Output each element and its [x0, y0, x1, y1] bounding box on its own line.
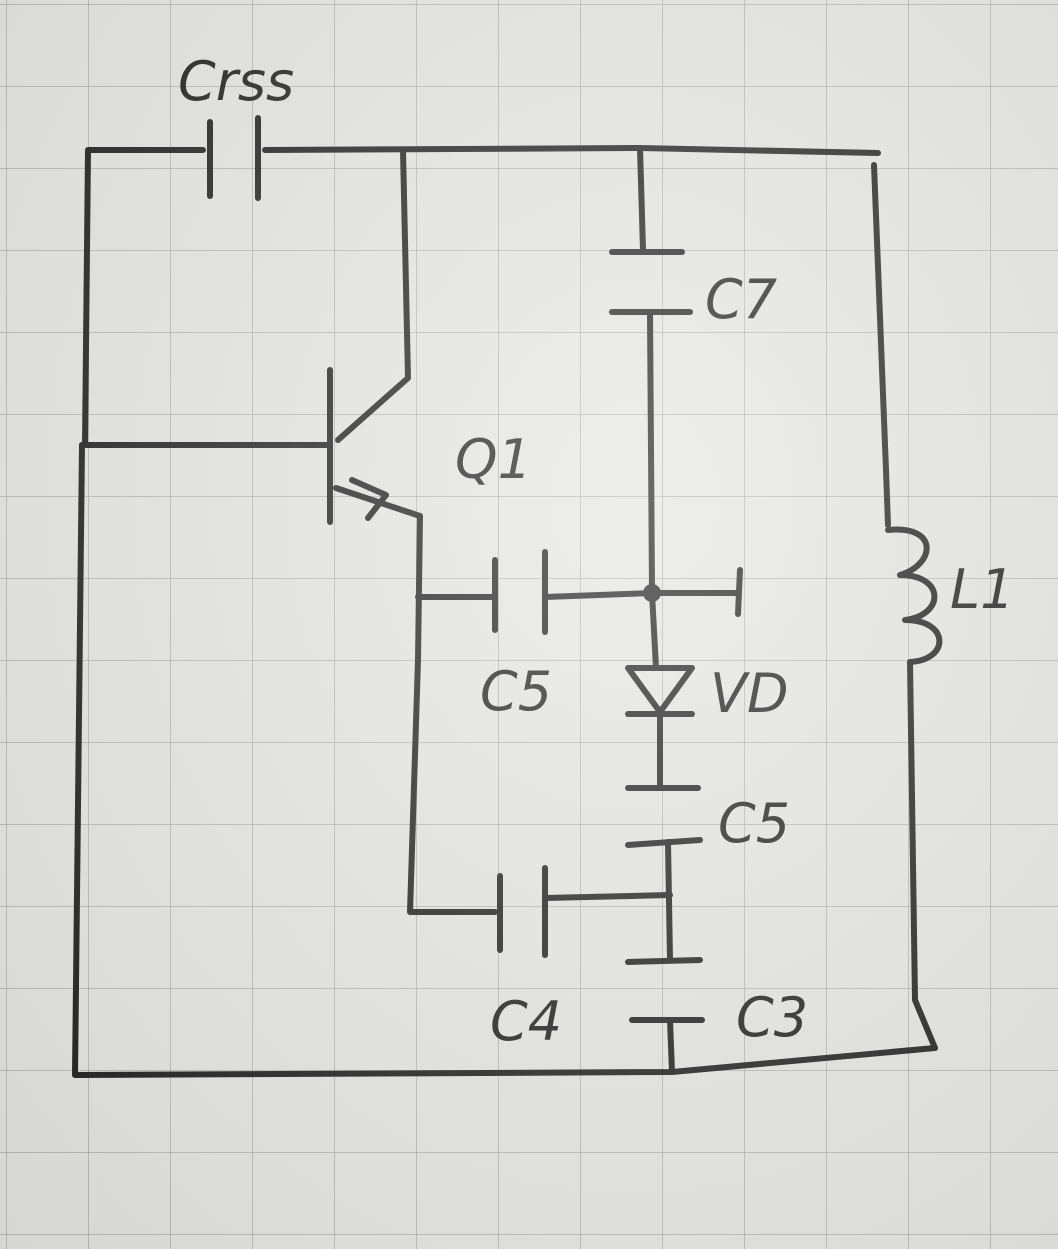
wire-right-top [871, 162, 891, 528]
wire-c5-to-node [542, 590, 655, 600]
wire-c4-to-right [542, 892, 673, 901]
wire-top-rail [262, 145, 881, 156]
wire-c7-to-node [647, 309, 655, 593]
wire-left-side [72, 442, 938, 1078]
label-c4: C4 [490, 990, 562, 1053]
transistor-q1-emitter-arrow-icon [349, 477, 389, 521]
label-c3: C3 [736, 986, 808, 1049]
wire-c5-to-c3 [665, 839, 673, 963]
label-c5-right: C5 [718, 792, 790, 855]
wire-right-bottom [907, 659, 938, 1051]
label-crss: Crss [178, 50, 294, 113]
capacitor-c5-right-plate-bottom [625, 837, 703, 848]
label-vd: VD [710, 662, 789, 725]
label-c7: C7 [705, 268, 777, 331]
label-q1: Q1 [455, 428, 532, 491]
label-l1: L1 [950, 558, 1014, 621]
wire-c7-top [637, 145, 646, 253]
capacitor-c3-plate-top [625, 957, 703, 965]
diode-vd-triangle [625, 665, 695, 715]
label-c5-top: C5 [480, 660, 552, 723]
wire-c3-to-bottom [667, 1017, 675, 1075]
wire-emitter-down [407, 513, 498, 915]
wire-node-to-diode [649, 590, 659, 671]
stub-end-cap [735, 567, 743, 617]
wire-left-top [82, 147, 206, 448]
wire-collector [335, 147, 411, 443]
inductor-l1-coil [885, 526, 943, 665]
